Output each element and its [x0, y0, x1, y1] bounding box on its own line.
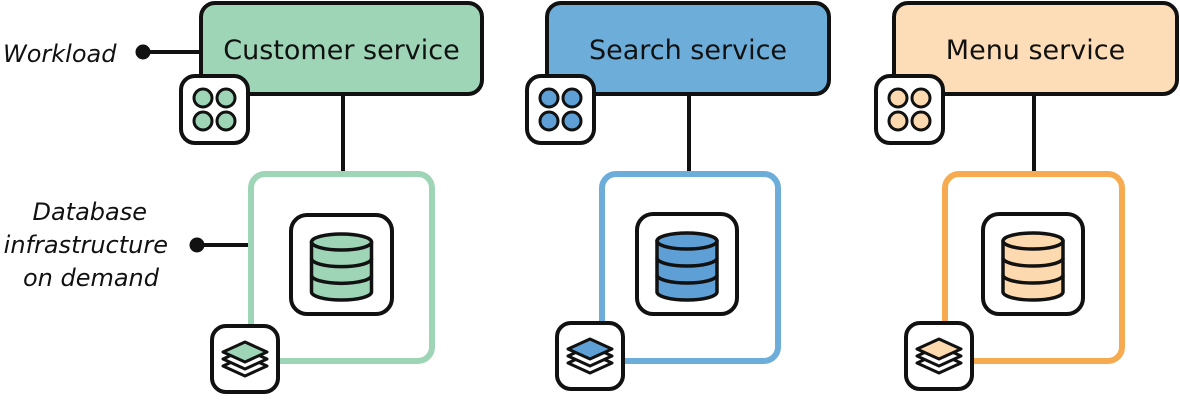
service-title: Customer service — [223, 35, 459, 66]
service-column: Customer service — [179, 1, 484, 394]
layers-stack-icon — [210, 324, 280, 394]
service-title: Search service — [589, 35, 787, 66]
database-cylinder-icon — [289, 213, 394, 316]
node-grid-icon — [179, 74, 250, 145]
layers-stack-icon — [904, 321, 974, 391]
workload-annotation: Workload — [3, 40, 203, 68]
database-annotation: Database infrastructure on demand — [4, 198, 252, 292]
service-box: Menu service — [892, 1, 1179, 96]
service-column: Menu service — [874, 1, 1179, 391]
service-title: Menu service — [946, 35, 1125, 66]
database-cylinder-icon — [981, 212, 1085, 316]
layers-stack-icon — [555, 321, 625, 391]
database-label-line1: Database — [32, 198, 147, 226]
database-label-line3: on demand — [23, 264, 160, 292]
node-grid-icon — [874, 74, 945, 145]
service-column: Search service — [525, 1, 831, 391]
database-cylinder-icon — [635, 212, 739, 316]
services-layer: Customer service Search service Menu servi… — [179, 1, 1179, 394]
node-grid-icon — [525, 74, 596, 145]
workload-label: Workload — [3, 40, 117, 68]
service-box: Search service — [545, 1, 831, 96]
database-label-line2: infrastructure — [4, 231, 168, 259]
service-box: Customer service — [199, 1, 484, 96]
